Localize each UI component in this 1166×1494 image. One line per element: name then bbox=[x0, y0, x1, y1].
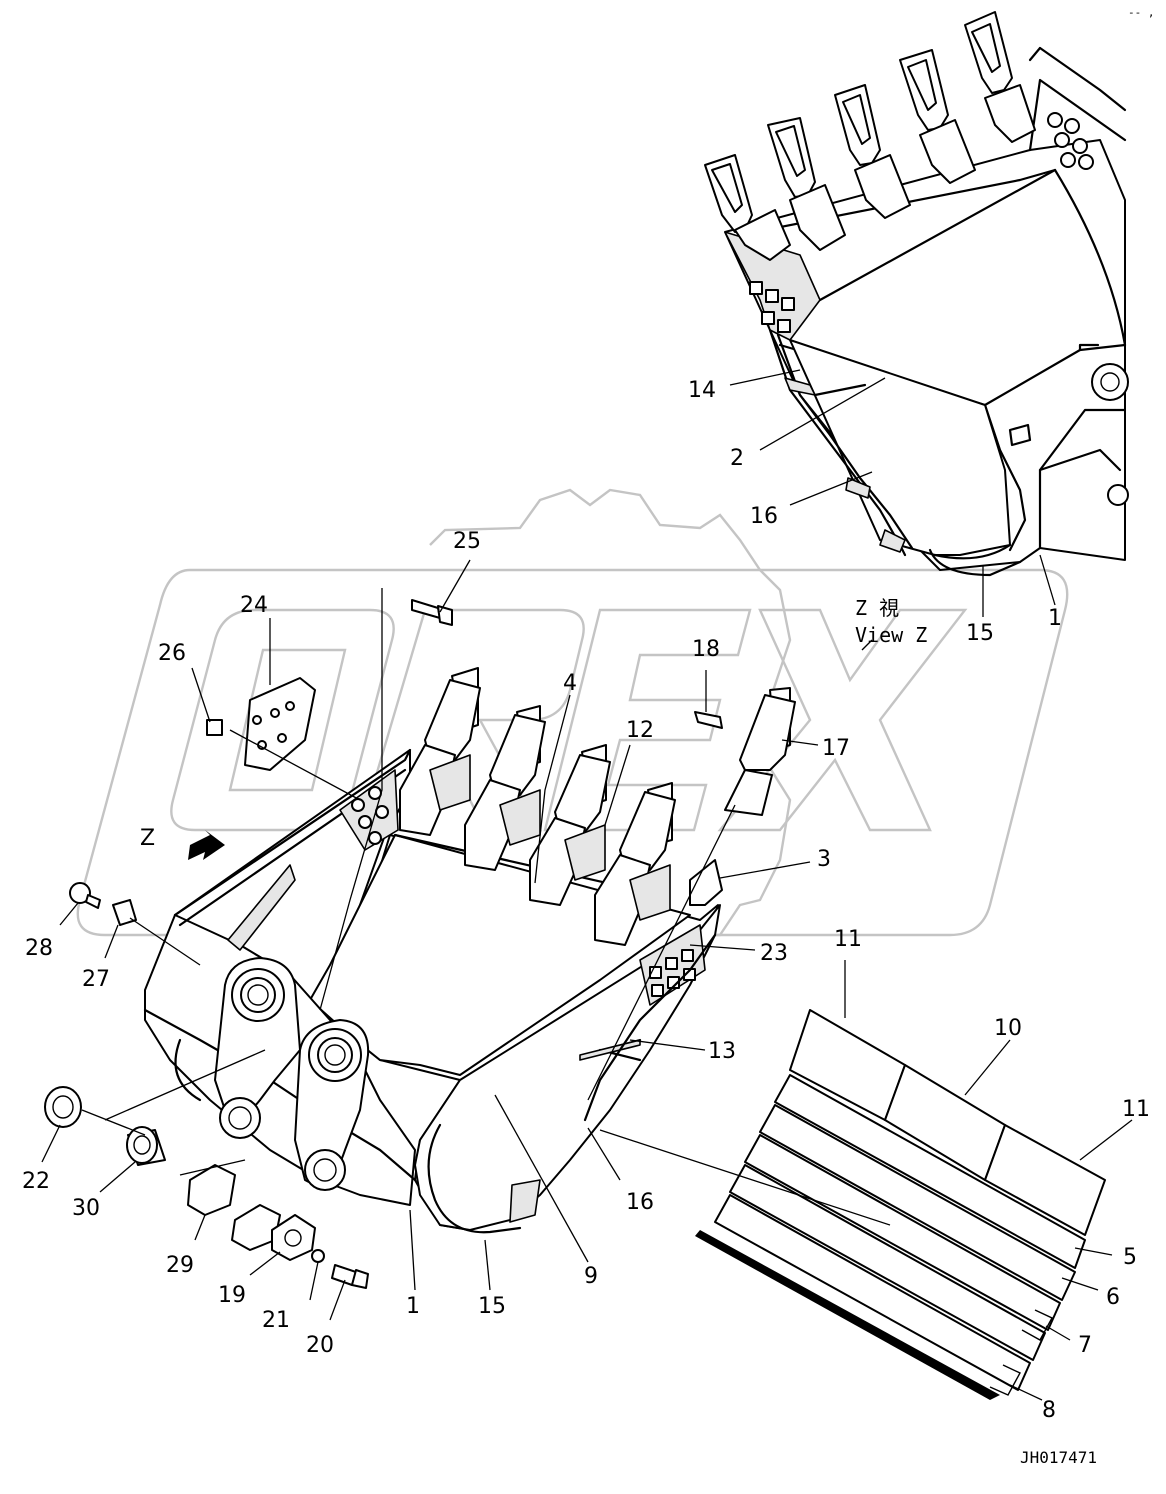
callout-28: 28 bbox=[25, 936, 53, 961]
callout-26: 26 bbox=[158, 641, 186, 666]
callout-27: 27 bbox=[82, 967, 110, 992]
main-teeth bbox=[399, 667, 796, 946]
callout-4: 4 bbox=[563, 671, 577, 696]
callout-20: 20 bbox=[306, 1333, 334, 1358]
callout-15-upper: 15 bbox=[966, 621, 994, 646]
corner-mark: -- , bbox=[1128, 6, 1155, 19]
callout-16-lower: 16 bbox=[626, 1190, 654, 1215]
callout-9: 9 bbox=[584, 1264, 598, 1289]
callout-6: 6 bbox=[1106, 1285, 1120, 1310]
callout-3: 3 bbox=[817, 847, 831, 872]
callout-8: 8 bbox=[1042, 1398, 1056, 1423]
callout-15-lower: 15 bbox=[478, 1294, 506, 1319]
callout-1-upper: 1 bbox=[1048, 606, 1062, 631]
main-bucket-drawing: Z bbox=[44, 599, 796, 1289]
callout-29: 29 bbox=[166, 1253, 194, 1278]
callout-23: 23 bbox=[760, 941, 788, 966]
callout-13: 13 bbox=[708, 1039, 736, 1064]
callout-17: 17 bbox=[822, 736, 850, 761]
view-z-label: Z 視 View Z bbox=[855, 596, 927, 647]
view-label-en: View Z bbox=[855, 623, 927, 647]
leader-lines bbox=[41, 369, 1133, 1401]
callout-12: 12 bbox=[626, 718, 654, 743]
callout-14: 14 bbox=[688, 378, 716, 403]
upper-bucket-drawing bbox=[704, 11, 1129, 577]
callouts: 1 1 2 3 4 5 6 7 8 9 10 11 11 12 13 14 15… bbox=[22, 378, 1150, 1423]
callout-24: 24 bbox=[240, 593, 268, 618]
callout-21: 21 bbox=[262, 1308, 290, 1333]
view-label-jp: Z 視 bbox=[855, 596, 899, 620]
callout-18: 18 bbox=[692, 637, 720, 662]
callout-30: 30 bbox=[72, 1196, 100, 1221]
callout-2: 2 bbox=[730, 446, 744, 471]
callout-10: 10 bbox=[994, 1016, 1022, 1041]
drawing-number: JH017471 bbox=[1020, 1448, 1097, 1467]
callout-19: 19 bbox=[218, 1283, 246, 1308]
callout-11-right: 11 bbox=[1122, 1097, 1150, 1122]
callout-16-upper: 16 bbox=[750, 504, 778, 529]
liner-plates bbox=[695, 1009, 1106, 1400]
callout-1-lower: 1 bbox=[406, 1294, 420, 1319]
callout-11-left: 11 bbox=[834, 927, 862, 952]
callout-5: 5 bbox=[1123, 1245, 1137, 1270]
callout-7: 7 bbox=[1078, 1333, 1092, 1358]
view-arrow-letter: Z bbox=[140, 826, 155, 851]
upper-teeth bbox=[704, 11, 1036, 261]
callout-22: 22 bbox=[22, 1169, 50, 1194]
callout-25: 25 bbox=[453, 529, 481, 554]
